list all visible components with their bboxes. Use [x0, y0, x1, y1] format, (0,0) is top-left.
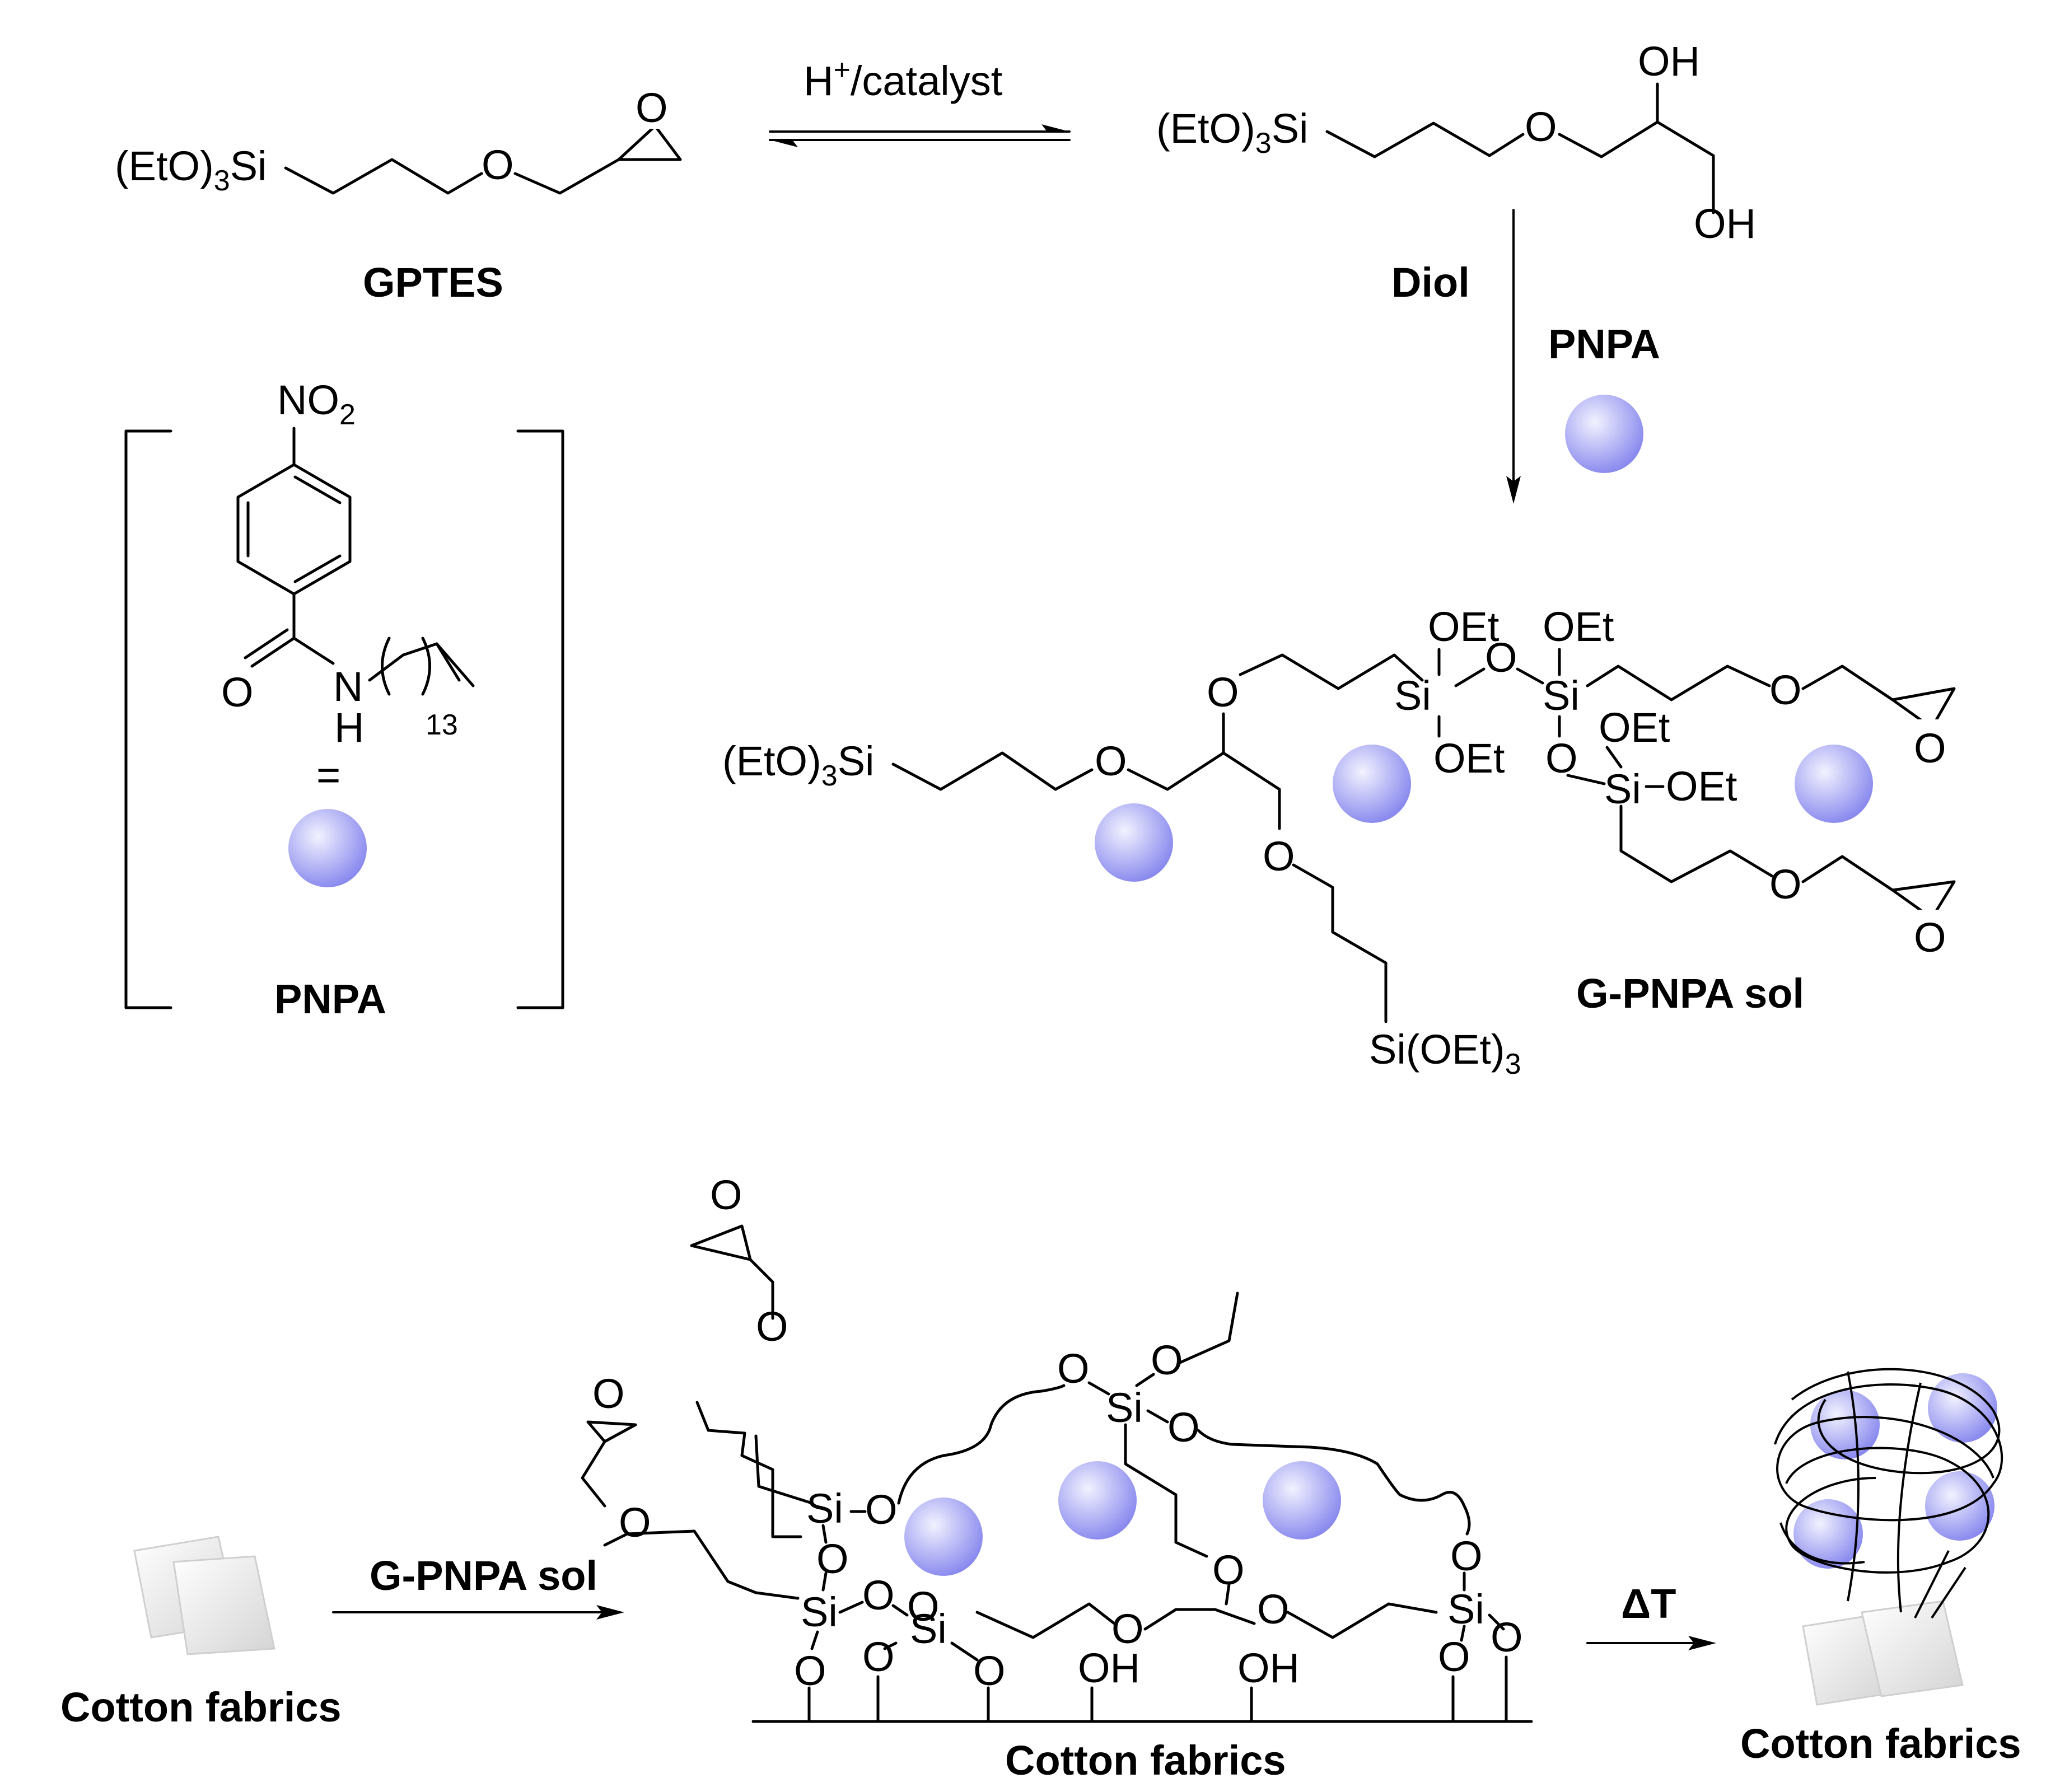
surface-oh2: OH: [1237, 1645, 1300, 1691]
o-e: O: [1057, 1345, 1090, 1392]
o-h: O: [1450, 1533, 1483, 1579]
sol-silyl-bottom: Si(OEt)3: [1369, 1026, 1521, 1080]
diol-ether-o: O: [1525, 104, 1557, 150]
sol-oet3: OEt: [1543, 603, 1614, 650]
sol-o-bridge: O: [1485, 634, 1517, 681]
diol-silyl-label: (EtO)3Si: [1156, 105, 1309, 160]
pnpa-chain-count: 13: [426, 709, 458, 741]
diol-name: Diol: [1391, 259, 1470, 306]
sol-si3: Si: [1604, 766, 1641, 812]
si-b: Si: [910, 1606, 947, 1652]
sol-name: G-PNPA sol: [1576, 970, 1804, 1017]
svg-text:O: O: [636, 85, 668, 131]
sol-o3: O: [1769, 667, 1802, 713]
sol-o1: O: [1095, 738, 1127, 784]
pnpa-amide-h: H: [334, 704, 364, 751]
cotton-fabric-icon: [133, 1536, 275, 1655]
particle-sphere-icon: [1263, 1461, 1341, 1540]
pnpa-equals: =: [316, 752, 340, 798]
g-pnpa-sol-structure: (EtO)3Si O O Si OEt OEt O Si OEt O O O O…: [722, 603, 1956, 1080]
o-d: O: [865, 1486, 898, 1533]
si-d: Si: [1106, 1384, 1143, 1431]
sol-oet4: OEt: [1599, 704, 1670, 751]
diol-oh-top: OH: [1638, 38, 1700, 85]
particle-sphere-icon: [1333, 745, 1411, 823]
reagent-h-catalyst: H+/catalyst: [804, 54, 1003, 104]
particle-sphere-icon: [1925, 1471, 1994, 1541]
polymer-network-icon: [1774, 1368, 2003, 1619]
benzene-ring-icon: [236, 463, 352, 596]
epoxide-ring-icon: O: [690, 1167, 752, 1261]
surface-o4: O: [1438, 1634, 1470, 1680]
sol-oet5: OEt: [1666, 763, 1737, 810]
cotton-fabric-icon: [1802, 1600, 1964, 1706]
gptes-structure: (EtO)3Si O O GPTES: [115, 84, 682, 306]
equilibrium-arrow-icon: [769, 124, 1071, 147]
particle-sphere-icon: [1795, 745, 1873, 823]
surface-o3: O: [973, 1648, 1006, 1694]
sol-o2: O: [1207, 669, 1239, 715]
sol-si2: Si: [1543, 672, 1580, 719]
diol-oh-bottom: OH: [1694, 200, 1756, 247]
sol-o5: O: [1769, 861, 1802, 907]
reaction-arrow-icon: [332, 1605, 624, 1620]
surface-o2: O: [862, 1634, 895, 1680]
pnpa-bracket: NO2 O N H 13 = PNPA: [124, 377, 564, 1022]
gptes-silyl-label: (EtO)3Si: [115, 143, 267, 197]
reaction-arrow-down-icon: [1506, 209, 1521, 504]
coated-fabric-product: Cotton fabrics: [1740, 1368, 2021, 1767]
sol-si1: Si: [1394, 672, 1431, 719]
sol-oet1: OEt: [1428, 603, 1500, 650]
particle-sphere-icon: [1058, 1461, 1137, 1540]
svg-text:O: O: [710, 1172, 742, 1218]
svg-text:O: O: [1914, 725, 1946, 771]
epoxide-ring-icon: O: [617, 84, 682, 161]
o-g: O: [1167, 1404, 1200, 1451]
pnpa-nitro: NO2: [277, 377, 356, 431]
sol-o6: O: [1263, 833, 1295, 879]
grafted-surface-structure: O O O OH OH O O Si O O Si O Si O O Si O: [581, 1167, 1533, 1784]
svg-text:O: O: [592, 1370, 625, 1417]
o-a: O: [862, 1572, 895, 1618]
reagent-pnpa: PNPA: [1548, 321, 1660, 367]
sol-oet2: OEt: [1433, 735, 1505, 782]
diol-structure: (EtO)3Si O OH OH Diol: [1156, 38, 1756, 306]
o-b: O: [907, 1583, 940, 1630]
svg-text:O: O: [1914, 914, 1946, 961]
pnpa-name: PNPA: [274, 976, 386, 1022]
sol-silyl-left: (EtO)3Si: [722, 738, 875, 792]
o-m: O: [619, 1499, 651, 1546]
epoxide-ring-icon: O: [586, 1366, 637, 1443]
gptes-ether-o: O: [482, 142, 514, 188]
particle-sphere-icon: [1565, 395, 1643, 473]
particle-sphere-icon: [288, 809, 367, 887]
sol-o4: O: [1545, 735, 1578, 782]
epoxide-ring-icon: O: [1891, 880, 1956, 961]
pnpa-amide-n: N: [333, 663, 363, 710]
pnpa-carbonyl-o: O: [221, 669, 254, 715]
reagent-delta-t: ΔT: [1621, 1580, 1676, 1627]
si-e: Si: [1447, 1586, 1484, 1632]
reaction-arrow-icon: [1586, 1636, 1716, 1650]
reagent-g-pnpa-sol: G-PNPA sol: [370, 1552, 597, 1599]
o-j: O: [1111, 1606, 1144, 1652]
cotton-fabrics-right-label: Cotton fabrics: [1740, 1720, 2021, 1767]
o-f: O: [1151, 1337, 1183, 1383]
si-c: Si: [806, 1485, 843, 1532]
o-c: O: [816, 1536, 849, 1582]
particle-sphere-icon: [1095, 803, 1173, 882]
surface-o1: O: [794, 1648, 826, 1694]
epoxide-ring-icon: O: [1891, 687, 1956, 771]
surface-oh1: OH: [1078, 1645, 1140, 1691]
cotton-fabrics-surface-label: Cotton fabrics: [1005, 1737, 1286, 1784]
particle-sphere-icon: [904, 1498, 983, 1576]
cotton-fabrics-left-label: Cotton fabrics: [60, 1684, 342, 1730]
gptes-name: GPTES: [363, 259, 503, 306]
si-a: Si: [801, 1589, 838, 1635]
o-k: O: [1257, 1586, 1290, 1632]
particle-sphere-icon: [1793, 1499, 1863, 1569]
